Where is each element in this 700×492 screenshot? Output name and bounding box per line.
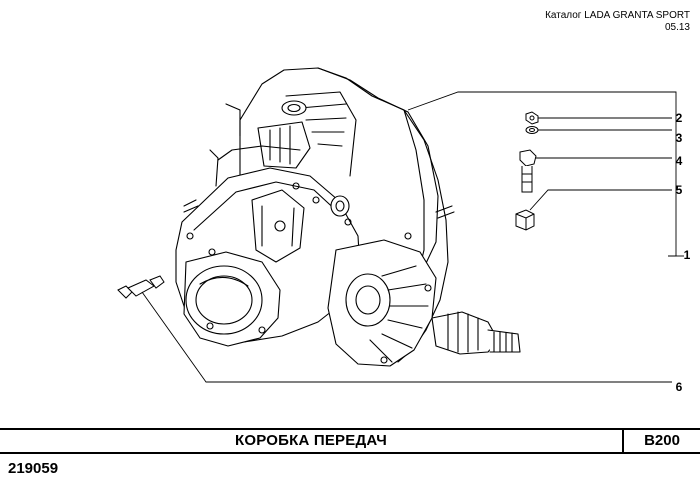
title-bar: КОРОБКА ПЕРЕДАЧ B200 — [0, 428, 700, 454]
callout-1: 1 — [683, 248, 691, 262]
catalog-name: Каталог LADA GRANTA SPORT — [545, 10, 690, 21]
catalog-date: 05.13 — [664, 22, 690, 33]
callout-5: 5 — [675, 183, 683, 197]
gearbox-illustration — [117, 67, 684, 383]
title-divider — [622, 430, 624, 452]
callout-2: 2 — [675, 111, 683, 125]
callout-6: 6 — [675, 380, 683, 394]
callout-4: 4 — [675, 154, 683, 168]
section-code: B200 — [644, 432, 680, 449]
page-title: КОРОБКА ПЕРЕДАЧ — [235, 432, 387, 449]
callout-3: 3 — [675, 131, 683, 145]
catalog-number: 219059 — [8, 460, 59, 477]
